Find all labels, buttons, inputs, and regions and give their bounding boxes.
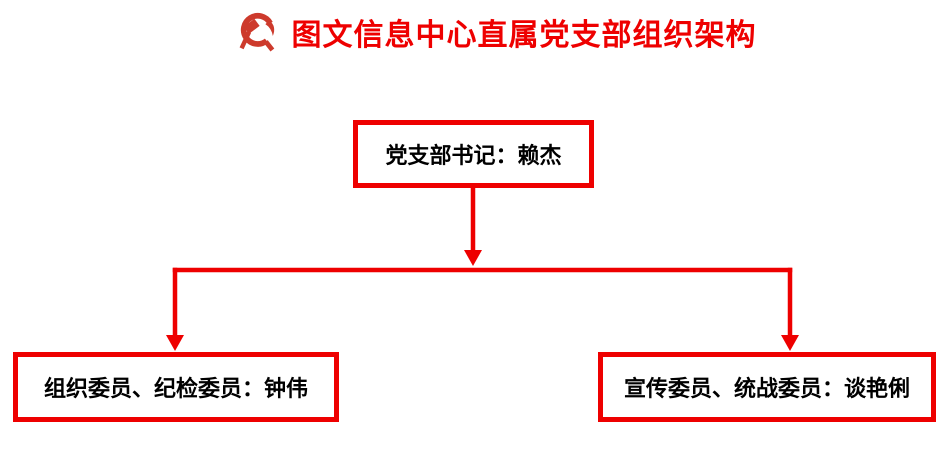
arrowhead-left [166, 335, 184, 351]
org-node-publicity-united-front-label: 宣传委员、统战委员：谈艳俐 [623, 376, 910, 401]
party-emblem-icon [234, 10, 280, 54]
page-title: 图文信息中心直属党支部组织架构 [291, 19, 757, 52]
chart-title-row: 图文信息中心直属党支部组织架构 [22, 10, 946, 54]
org-node-secretary: 党支部书记：赖杰 [353, 120, 594, 188]
arrowhead-right [781, 335, 799, 351]
arrowhead-center [464, 250, 482, 266]
org-node-publicity-united-front: 宣传委员、统战委员：谈艳俐 [598, 352, 936, 422]
org-node-secretary-label: 党支部书记：赖杰 [385, 143, 562, 168]
org-node-organization-discipline: 组织委员、纪检委员：钟伟 [13, 352, 339, 422]
org-node-organization-discipline-label: 组织委员、纪检委员：钟伟 [43, 376, 308, 401]
